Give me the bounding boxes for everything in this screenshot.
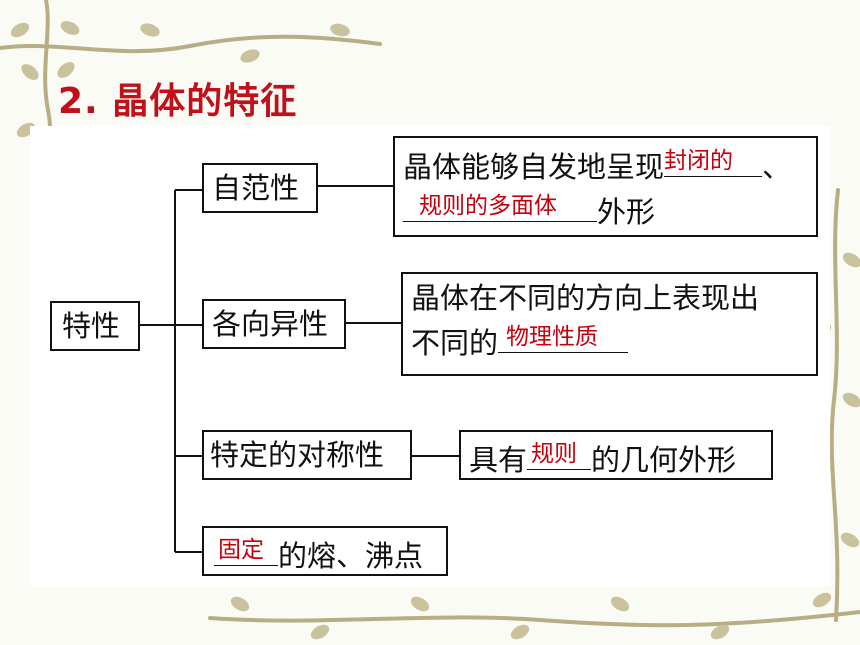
branch-node-4: 固定的熔、沸点 [202,526,448,576]
slide-title: 2. 晶体的特征 [58,81,298,122]
branch-4-label: 的熔、沸点 [278,539,424,573]
description-box-3: 具有规则的几何外形 [459,430,773,480]
branch-node-1: 自范性 [202,163,318,213]
answer-blank-2: 物理性质 [498,318,629,353]
desc-2-line-1: 晶体在不同的方向上表现出 [411,281,760,315]
branch-2-label: 各向异性 [212,307,329,341]
answer-2: 物理性质 [506,324,599,350]
desc-1-text-a: 晶体能够自发地呈现 [403,150,665,184]
answer-4: 固定 [218,537,264,563]
branch-node-2: 各向异性 [202,299,346,349]
answer-3: 规则 [531,441,578,467]
answer-1a: 封闭的 [664,148,734,174]
desc-2-text-a: 不同的 [411,326,499,360]
answer-blank-1b: 规则的多面体 [403,187,597,222]
description-box-2: 晶体在不同的方向上表现出 不同的物理性质 [401,272,818,376]
desc-3-text-b: 的几何外形 [591,443,737,477]
answer-blank-1a: 封闭的 [664,142,763,177]
answer-blank-3: 规则 [527,435,592,470]
answer-1b: 规则的多面体 [419,193,557,219]
desc-1-text-b: 、 [762,150,792,184]
branch-node-3: 特定的对称性 [202,430,412,480]
root-node: 特性 [50,301,140,351]
description-box-1: 晶体能够自发地呈现封闭的 、 规则的多面体 外形 [393,136,818,237]
answer-blank-4: 固定 [214,531,278,566]
desc-1-text-c: 外形 [597,195,656,229]
root-label: 特性 [62,309,121,343]
branch-1-label: 自范性 [212,171,300,205]
desc-3-text-a: 具有 [469,443,528,477]
branch-3-label: 特定的对称性 [210,438,385,472]
